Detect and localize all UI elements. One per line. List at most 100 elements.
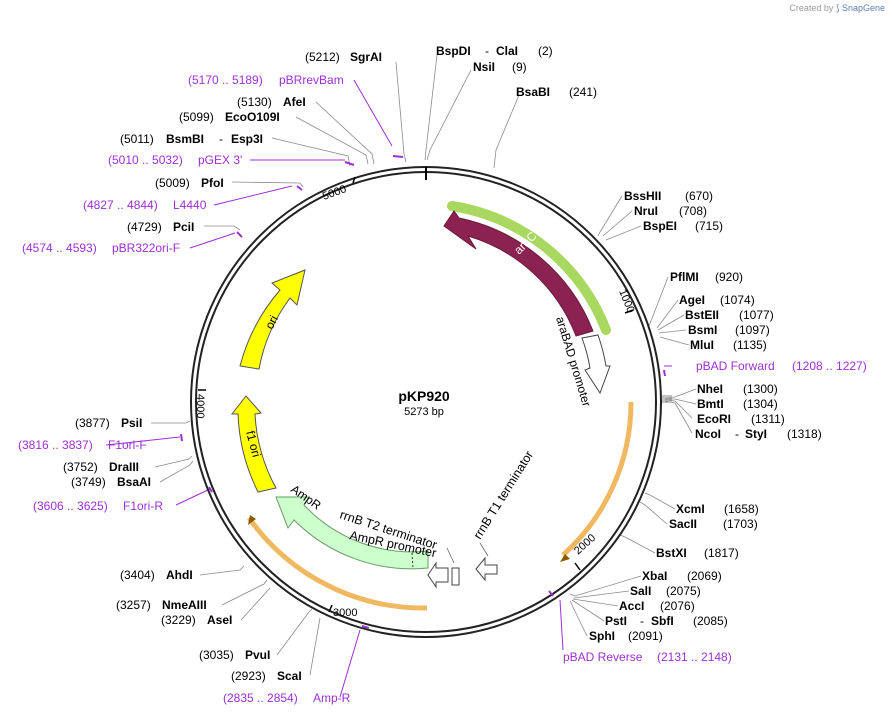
enzyme-bspei[interactable]: BspEI (715): [643, 219, 723, 233]
svg-text:(708): (708): [679, 204, 707, 218]
rrnb-t2-leader: [446, 547, 455, 564]
svg-text:(9): (9): [512, 60, 527, 74]
enzyme-bspdi-clai[interactable]: BspDI - ClaI (2): [436, 44, 553, 58]
enzyme-psti-sbfi[interactable]: PstI - SbfI (2085): [605, 614, 728, 628]
f1ori-arrow[interactable]: [230, 395, 277, 493]
rrnb-t1-label: rrnB T1 terminator: [471, 448, 537, 541]
svg-text:pGEX 3': pGEX 3': [198, 153, 242, 167]
enzyme-draiii[interactable]: (3752) DraIII: [63, 460, 139, 474]
tick-4000: 4000: [194, 394, 206, 418]
svg-text:NruI: NruI: [634, 204, 658, 218]
enzyme-bstxi[interactable]: BstXI (1817): [656, 546, 739, 560]
enzyme-ecori[interactable]: EcoRI (1311): [697, 412, 785, 426]
enzyme-sgrai[interactable]: (5212) SgrAI: [305, 50, 382, 64]
svg-text:(1208 .. 1227): (1208 .. 1227): [792, 359, 867, 373]
svg-text:(1077): (1077): [739, 308, 774, 322]
primer-pbr322ori-f[interactable]: (4574 .. 4593) pBR322ori-F: [22, 241, 180, 255]
enzyme-bsaai[interactable]: (3749) BsaAI: [71, 475, 151, 489]
svg-text:BstEII: BstEII: [685, 308, 719, 322]
enzyme-bsabi[interactable]: BsaBI (241): [516, 85, 597, 99]
leader-lines: [151, 54, 697, 676]
credit-prefix: Created by: [789, 3, 834, 13]
svg-text:(3035): (3035): [199, 648, 234, 662]
enzyme-nmeaiii[interactable]: (3257) NmeAIII: [116, 598, 207, 612]
enzyme-scai[interactable]: (2923) ScaI: [231, 669, 302, 683]
primer-l4440[interactable]: (4827 .. 4844) L4440: [83, 198, 207, 212]
rrnb-t1-arrow[interactable]: [475, 556, 498, 582]
svg-text:F1ori-R: F1ori-R: [123, 499, 163, 513]
svg-text:PciI: PciI: [173, 220, 194, 234]
svg-text:AccI: AccI: [619, 599, 644, 613]
enzyme-nhei[interactable]: NheI (1300): [697, 382, 778, 396]
svg-text:(2076): (2076): [660, 599, 695, 613]
svg-text:EcoO109I: EcoO109I: [225, 110, 280, 124]
rrnb-t2-box[interactable]: [451, 567, 460, 586]
primer-f1ori-f[interactable]: (3816 .. 3837) F1ori-F: [18, 438, 147, 452]
svg-text:MluI: MluI: [690, 338, 714, 352]
primer-pbad-forward[interactable]: pBAD Forward (1208 .. 1227): [696, 359, 867, 373]
enzyme-psii[interactable]: (3877) PsiI: [75, 416, 142, 430]
enzyme-ncoi-styi[interactable]: NcoI - StyI (1318): [695, 427, 822, 441]
svg-text:pBAD Forward: pBAD Forward: [696, 359, 775, 373]
enzyme-agei[interactable]: AgeI (1074): [679, 293, 755, 307]
svg-text:DraIII: DraIII: [109, 460, 139, 474]
enzyme-pcii[interactable]: (4729) PciI: [127, 220, 194, 234]
primer-pbad-reverse[interactable]: pBAD Reverse (2131 .. 2148): [563, 650, 732, 664]
enzyme-pfoi[interactable]: (5009) PfoI: [155, 176, 224, 190]
orange-arc-left: [246, 516, 428, 611]
enzyme-pflmi[interactable]: PflMI (920): [670, 270, 743, 284]
enzyme-pvui[interactable]: (3035) PvuI: [199, 648, 270, 662]
credit-brand: SnapGene: [841, 3, 885, 13]
svg-text:PfoI: PfoI: [201, 176, 224, 190]
enzyme-bsmbi-esp3i[interactable]: (5011) BsmBI - Esp3I: [120, 132, 263, 146]
ampr-arrow[interactable]: [275, 496, 429, 570]
orange-arc-right: [561, 401, 634, 557]
enzyme-sacii[interactable]: SacII (1703): [669, 517, 758, 531]
enzyme-bsshii[interactable]: BssHII (670): [624, 189, 713, 203]
enzyme-mlui[interactable]: MluI (1135): [690, 338, 767, 352]
enzyme-xbai[interactable]: XbaI (2069): [642, 569, 722, 583]
ampr-split: [411, 552, 414, 569]
svg-text:EcoRI: EcoRI: [697, 412, 731, 426]
enzyme-asei[interactable]: (3229) AseI: [161, 613, 232, 627]
svg-text:(2): (2): [538, 44, 553, 58]
primer-f1ori-r[interactable]: (3606 .. 3625) F1ori-R: [33, 499, 163, 513]
ampr-promoter-arrow[interactable]: [427, 561, 449, 589]
primer-pbrrevbam[interactable]: (5170 .. 5189) pBRrevBam: [188, 73, 344, 87]
enzyme-acci[interactable]: AccI (2076): [619, 599, 695, 613]
enzyme-bsteii[interactable]: BstEII (1077): [685, 308, 774, 322]
svg-text:(1703): (1703): [723, 517, 758, 531]
snapgene-logo-icon: ⟆: [835, 3, 840, 13]
svg-text:BssHII: BssHII: [624, 189, 661, 203]
svg-text:(1074): (1074): [720, 293, 755, 307]
enzyme-bsmi[interactable]: BsmI (1097): [688, 323, 770, 337]
svg-text:(3816 .. 3837): (3816 .. 3837): [18, 438, 93, 452]
arac-glow: [447, 201, 611, 335]
arabad-arrow[interactable]: [581, 334, 611, 395]
svg-text:StyI: StyI: [745, 427, 767, 441]
primer-pgex3[interactable]: (5010 .. 5032) pGEX 3': [108, 153, 242, 167]
ori-arrow[interactable]: [239, 269, 306, 370]
f1ori-label: f1 ori: [243, 429, 263, 458]
primer-amp-r[interactable]: (2835 .. 2854) Amp-R: [223, 691, 351, 705]
plasmid-size: 5273 bp: [404, 406, 444, 418]
enzyme-ahdi[interactable]: (3404) AhdI: [120, 568, 193, 582]
snapgene-credit[interactable]: Created by ⟆ SnapGene: [789, 3, 885, 14]
enzyme-afei[interactable]: (5130) AfeI: [237, 95, 306, 109]
svg-text:(920): (920): [715, 270, 743, 284]
enzyme-bmti[interactable]: BmtI (1304): [697, 397, 778, 411]
svg-text:AfeI: AfeI: [283, 95, 306, 109]
enzyme-xcmi[interactable]: XcmI (1658): [676, 502, 759, 516]
svg-text:PflMI: PflMI: [670, 270, 699, 284]
enzyme-sphi[interactable]: SphI (2091): [589, 629, 663, 643]
svg-text:BsmI: BsmI: [688, 323, 717, 337]
svg-text:-: -: [485, 44, 489, 58]
svg-text:(2131 .. 2148): (2131 .. 2148): [657, 650, 732, 664]
enzyme-sali[interactable]: SalI (2075): [630, 584, 701, 598]
enzyme-ecoo109i[interactable]: (5099) EcoO109I: [179, 110, 280, 124]
enzyme-nsii[interactable]: NsiI (9): [473, 60, 527, 74]
scale-ticks: [198, 176, 634, 613]
arac-arrow[interactable]: [443, 210, 594, 337]
enzyme-nrui[interactable]: NruI (708): [634, 204, 707, 218]
svg-text:(5170 .. 5189): (5170 .. 5189): [188, 73, 263, 87]
